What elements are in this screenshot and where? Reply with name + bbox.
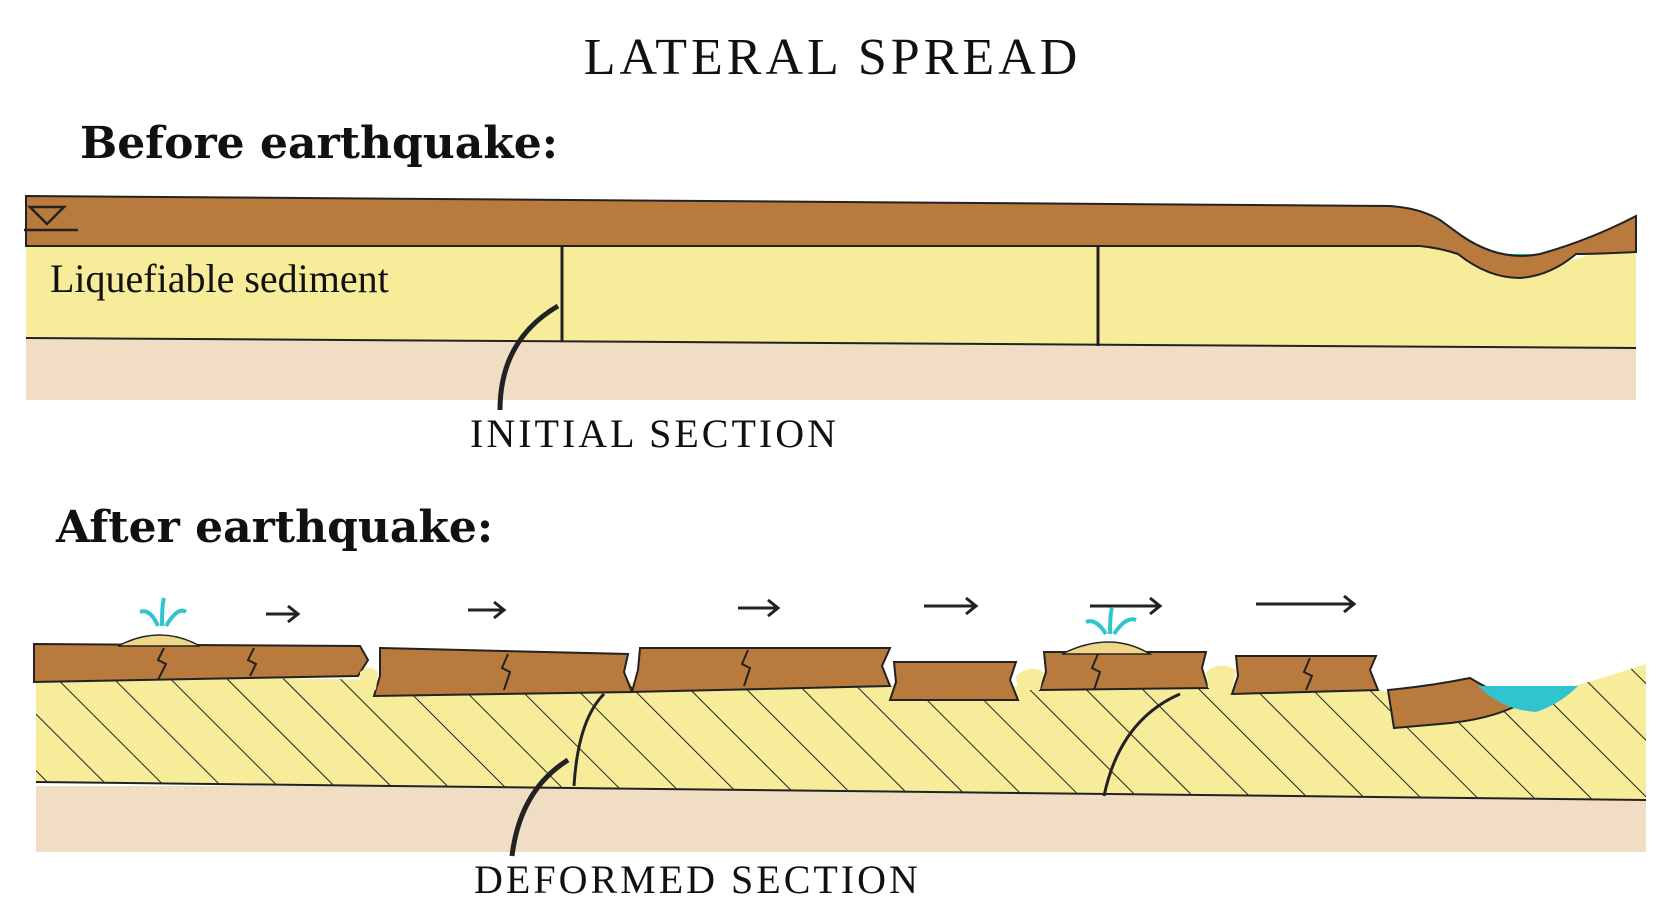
deformed-section-label: DEFORMED SECTION <box>474 857 921 902</box>
movement-arrow-icon <box>924 596 979 616</box>
initial-section-leader <box>497 303 560 411</box>
movement-arrow-icon <box>738 598 781 618</box>
crust-block-6 <box>1230 655 1380 696</box>
crust-block-5 <box>1038 651 1210 692</box>
ejected-sand-2 <box>1016 668 1044 690</box>
sand-boil-icon <box>117 597 201 647</box>
movement-arrow-icon <box>1256 594 1357 614</box>
after-liquefied-bottom-line <box>35 781 1647 801</box>
deformed-section-leader <box>509 757 570 857</box>
before-heading: Before earthquake: <box>80 118 558 169</box>
before-liquefiable-bottom-line <box>25 337 1637 349</box>
sand-boil-icon <box>1061 607 1153 655</box>
after-liquefied-hatch <box>36 664 1646 800</box>
crust-block-3 <box>630 647 892 694</box>
before-base-layer <box>26 338 1636 400</box>
deformed-section-line-1 <box>572 692 606 787</box>
initial-section-label: INITIAL SECTION <box>470 411 840 456</box>
movement-arrow-icon <box>1090 596 1163 616</box>
liquefiable-sediment-label: Liquefiable sediment <box>50 256 389 301</box>
ejected-sand-3 <box>1206 665 1236 690</box>
ejected-sand-1 <box>360 668 378 690</box>
before-liquefiable-layer <box>26 246 1636 348</box>
crust-block-4 <box>888 661 1020 701</box>
diagram-title: LATERAL SPREAD <box>583 29 1082 86</box>
after-cross-section <box>33 594 1647 857</box>
crust-block-2 <box>372 646 634 698</box>
block-fractures <box>156 647 1314 691</box>
before-cross-section: Liquefiable sediment <box>24 194 1637 411</box>
deformed-section-line-2 <box>1102 692 1181 797</box>
crust-block-1 <box>33 642 370 684</box>
movement-arrow-icon <box>468 600 507 620</box>
movement-arrow-icon <box>266 604 301 624</box>
before-surface-crust <box>25 194 1637 280</box>
after-heading: After earthquake: <box>56 502 494 553</box>
water-table-icon <box>24 205 78 232</box>
after-water-body <box>1478 686 1578 712</box>
